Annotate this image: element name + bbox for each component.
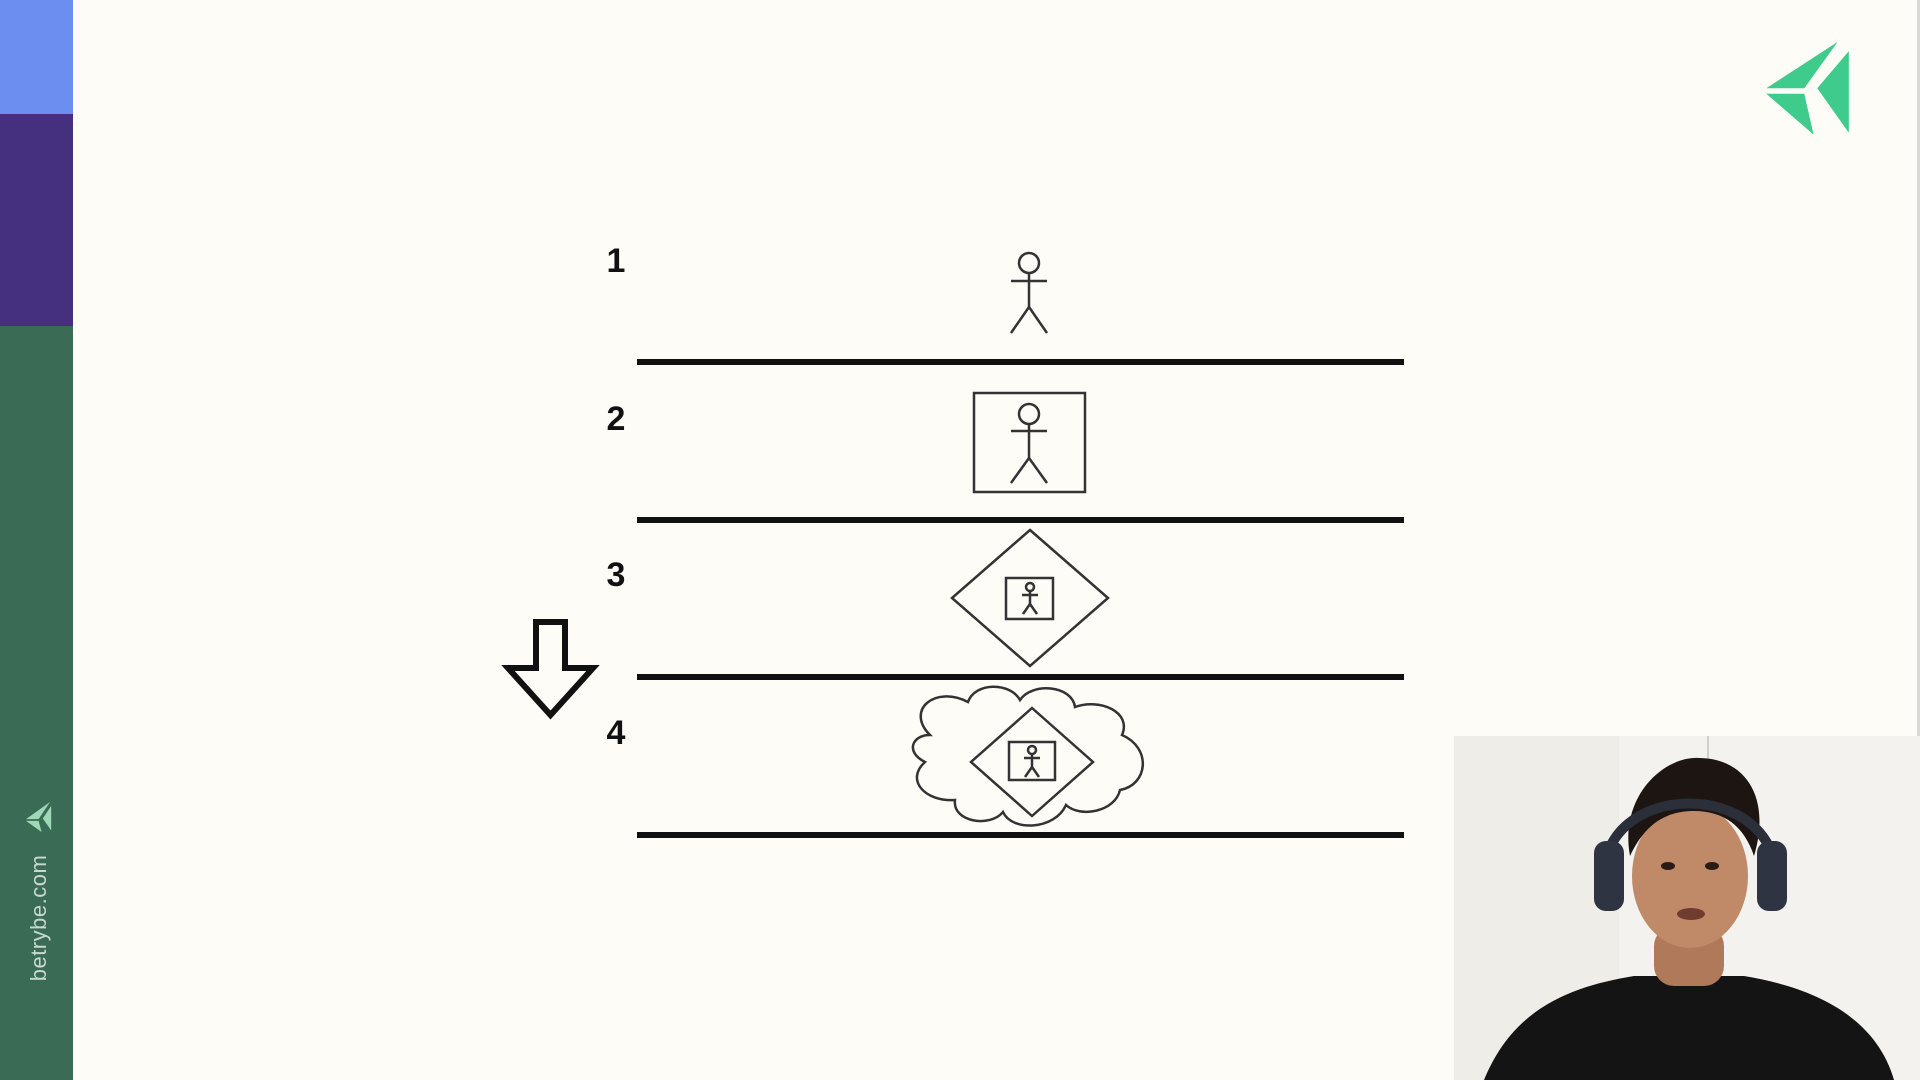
level-number-2: 2 (606, 400, 626, 438)
sidebar-blue-block (0, 0, 73, 114)
sidebar-purple-block (0, 114, 73, 326)
sidebar-green-block (0, 326, 73, 1080)
left-sidebar: betrybe.com (0, 0, 73, 1080)
trybe-logo-icon (1766, 41, 1849, 135)
trybe-logo-icon (26, 802, 52, 832)
level-number-4: 4 (606, 714, 626, 752)
presenter-video-frame (1454, 736, 1920, 1080)
level-1-stick-figure-icon (1009, 251, 1049, 334)
level-2-figure-in-square-icon (972, 391, 1087, 494)
presenter-webcam (1454, 736, 1920, 1080)
level-4-diamond-in-cloud-icon (911, 685, 1144, 827)
divider-lines (637, 359, 1404, 838)
level-number-3: 3 (606, 556, 626, 594)
down-arrow-icon (501, 619, 600, 720)
level-3-square-in-diamond-icon (950, 528, 1110, 668)
slide-right-edge (1917, 0, 1920, 736)
level-number-1: 1 (606, 242, 626, 280)
